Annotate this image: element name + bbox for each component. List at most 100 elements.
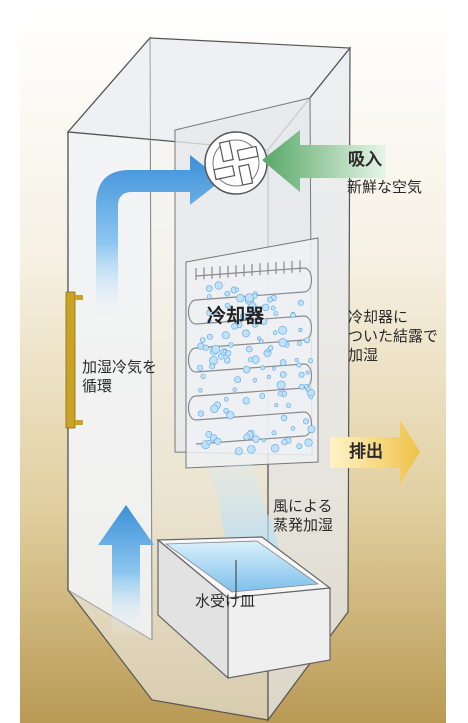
condensation-droplet [266, 374, 271, 379]
condensation-droplet [304, 438, 313, 447]
cooler-tube [195, 435, 305, 445]
condensation-droplet [206, 333, 213, 340]
condensation-droplet [240, 312, 248, 320]
circulation-line-2: 循環 [82, 376, 113, 395]
condensation-droplet [223, 349, 228, 354]
water-tray-label: 水受け皿 [195, 592, 256, 610]
condensation-droplet [307, 425, 316, 434]
wind-humidify-line-1: 風による [273, 497, 333, 515]
wind-humidify-label: 風による 蒸発加湿 [273, 497, 333, 535]
condensation-droplet [308, 394, 314, 400]
condensation-droplet [298, 383, 305, 390]
condensation-droplet [209, 356, 218, 365]
cooler-tube [195, 267, 305, 277]
circulation-arrow-icon [96, 155, 222, 330]
condensation-droplet [200, 373, 206, 379]
condensation-droplet [214, 437, 222, 445]
condensation-droplet [205, 430, 213, 438]
condensation-droplet [205, 285, 213, 292]
intake-title: 吸入 [348, 150, 382, 170]
condensation-droplet [247, 357, 254, 363]
intake-arrow-icon [262, 130, 386, 192]
cooler-tube-bend [303, 411, 313, 437]
condensation-droplet [271, 366, 277, 371]
wind-humidify-line-2: 蒸発加湿 [273, 515, 334, 534]
condensation-droplet [251, 320, 259, 328]
condensation-droplet [236, 293, 245, 303]
condensation-droplet [252, 435, 260, 443]
condensation-droplet [209, 363, 216, 370]
condensation-droplets [196, 281, 316, 456]
condensation-droplet [257, 336, 262, 341]
handle-icon [65, 291, 83, 429]
condensation-droplet [248, 308, 256, 315]
condensation-droplet [206, 439, 212, 445]
condensation-droplet [242, 329, 250, 338]
condensation-droplet [261, 303, 270, 312]
condensation-droplet [247, 445, 256, 454]
condensation-droplet [266, 296, 273, 303]
condensation-droplet [198, 388, 203, 393]
condensation-droplet [305, 370, 310, 375]
intake-subtitle: 新鮮な空気 [347, 178, 423, 196]
condensation-droplet [298, 371, 305, 378]
condensation-droplet [232, 387, 237, 392]
condensation-droplet [211, 344, 221, 354]
condensation-droplet [274, 403, 279, 408]
condensation-droplet [290, 426, 296, 431]
cabinet-back-edge [149, 37, 153, 641]
condensation-droplet [302, 418, 309, 425]
condensation-droplet [206, 294, 212, 299]
condensation-droplet [270, 305, 276, 311]
condensation-droplet [206, 309, 213, 316]
condensation-droplet [285, 402, 292, 408]
exhaust-label: 排出 [349, 442, 383, 462]
condensation-droplet [303, 337, 310, 344]
condensation-droplet [199, 337, 206, 343]
cooler-tube [195, 387, 305, 397]
cooler-tube [195, 363, 305, 373]
condensation-droplet [224, 396, 229, 402]
condensation-droplet [224, 357, 231, 364]
fan-icon [204, 131, 268, 195]
condensation-droplet [297, 299, 304, 306]
condensation-droplet [242, 397, 250, 405]
condensation-droplet [278, 325, 287, 335]
condensation-droplet [231, 322, 238, 330]
condensation-droplet [279, 359, 287, 366]
water-tray [156, 536, 332, 680]
condensation-droplet [224, 290, 231, 297]
cooler-tube-bend [187, 299, 197, 325]
exhaust-arrow-icon [330, 420, 420, 484]
condensation-droplet [290, 312, 296, 319]
condensation-droplet [260, 365, 266, 371]
condensation-label: 冷却器に ついた結露で 加湿 [348, 308, 438, 364]
condensation-droplet [278, 338, 288, 347]
condensation-droplet [213, 311, 218, 315]
condensation-droplet [224, 303, 231, 309]
cooler-tube [195, 315, 305, 325]
condensation-droplet [307, 358, 313, 364]
condensation-droplet [261, 438, 266, 443]
condensation-droplet [252, 378, 258, 383]
condensation-droplet [207, 318, 212, 323]
condensation-droplet [298, 327, 303, 332]
condensation-droplet [258, 338, 264, 344]
cooler-tube-bend [187, 395, 197, 421]
circulation-up-arrow-icon [98, 505, 154, 640]
condensation-droplet [202, 344, 209, 351]
condensation-droplet [296, 362, 302, 368]
condensation-droplet [296, 443, 303, 450]
condensation-droplet [276, 380, 286, 390]
condensation-droplet [296, 341, 302, 347]
condensation-droplet [197, 410, 204, 417]
condensation-droplet [226, 411, 235, 420]
condensation-droplet [279, 371, 287, 378]
condensation-droplet [234, 447, 243, 456]
condensation-line-3: 加湿 [348, 345, 379, 364]
cooler-unit [185, 237, 319, 469]
cooler-label: 冷却器 [207, 305, 265, 327]
condensation-droplet [221, 331, 230, 340]
condensation-droplet [272, 330, 278, 336]
